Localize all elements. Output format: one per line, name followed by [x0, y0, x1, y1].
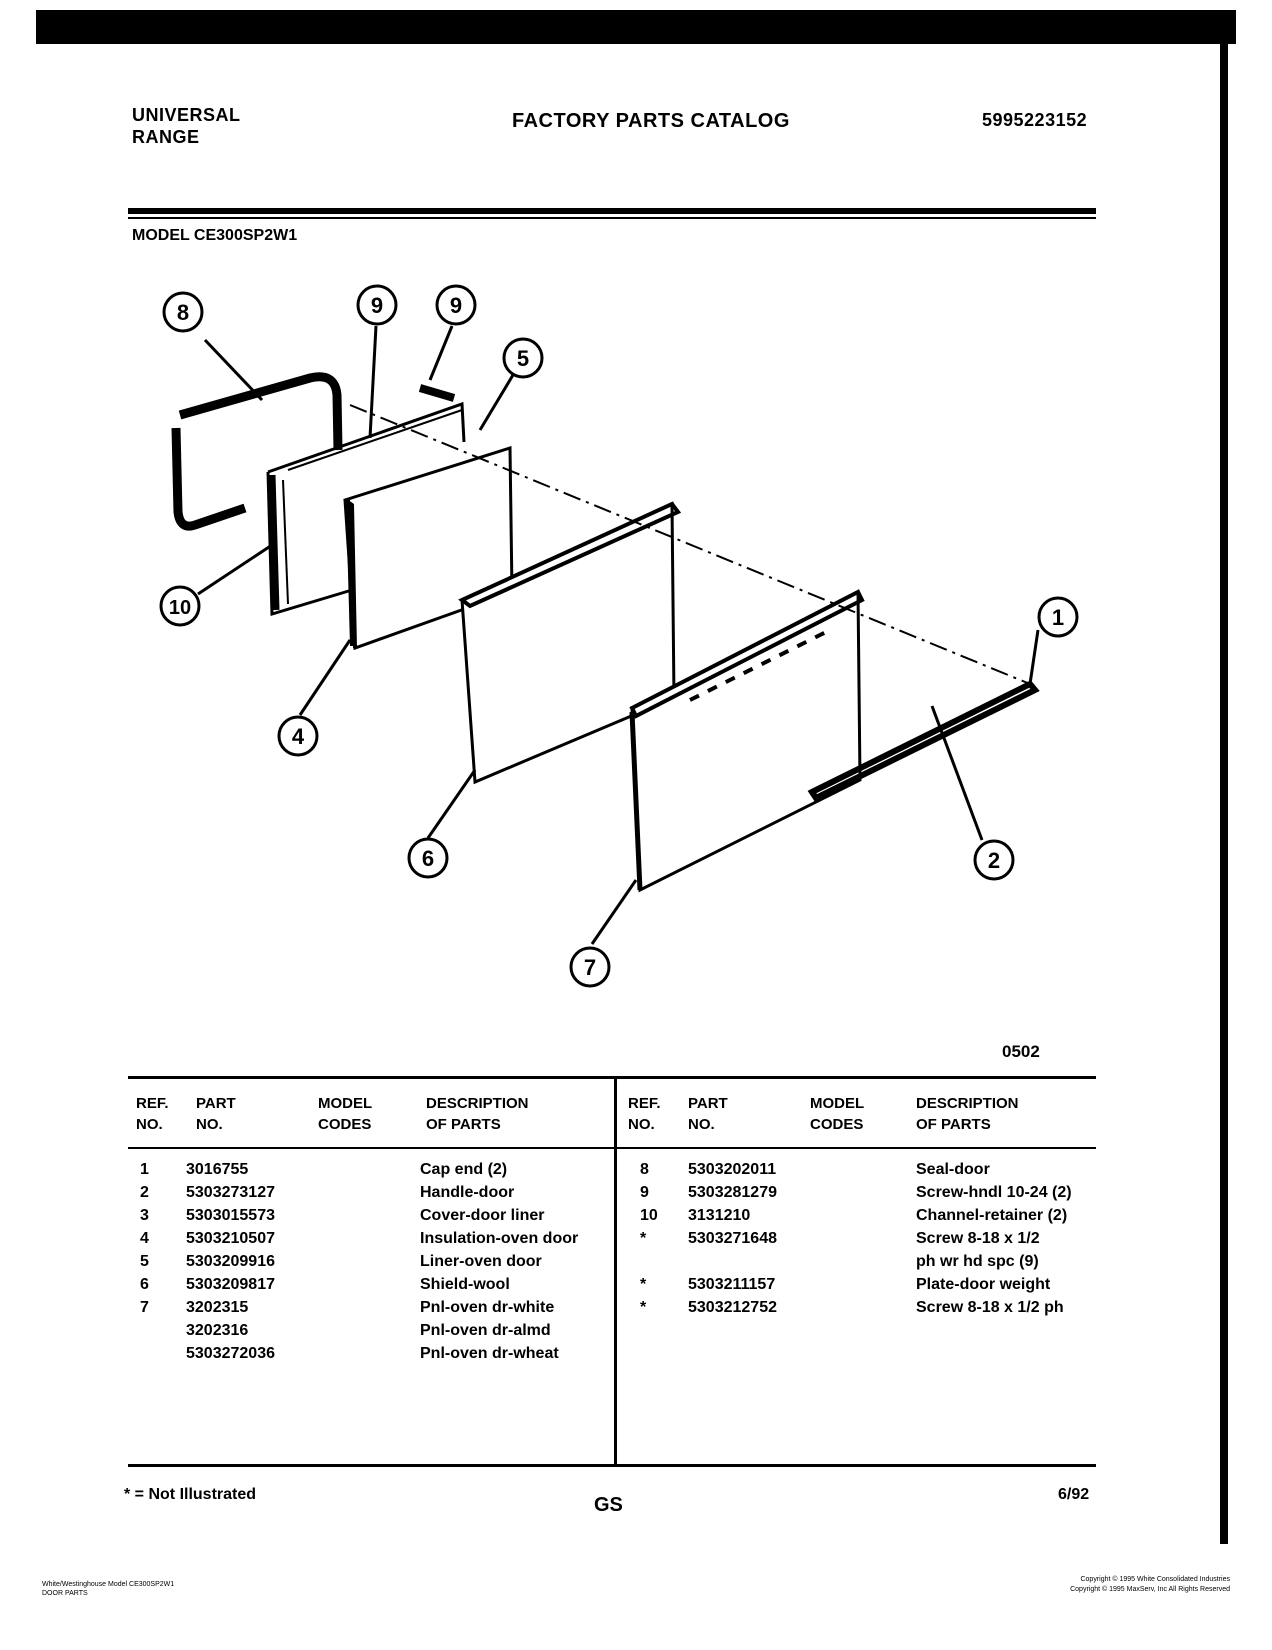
callout-9a: 9	[356, 284, 398, 326]
header-description-left: DESCRIPTION OF PARTS	[426, 1095, 529, 1133]
handle-door-part	[807, 680, 1040, 802]
callout-2: 2	[973, 839, 1015, 881]
callout-8: 8	[162, 291, 204, 333]
svg-text:8: 8	[177, 300, 189, 325]
svg-text:10: 10	[169, 597, 191, 619]
footer-model-info: White/Westinghouse Model CE300SP2W1 DOOR…	[42, 1581, 175, 1597]
page-code: 0502	[1002, 1042, 1040, 1061]
callout-5: 5	[502, 337, 544, 379]
svg-text:6: 6	[422, 846, 434, 871]
svg-text:2: 2	[988, 848, 1000, 873]
table-top-rule	[128, 1076, 1096, 1079]
catalog-date: 6/92	[1058, 1486, 1090, 1503]
table-bottom-rule	[128, 1464, 1096, 1467]
svg-text:9: 9	[371, 293, 383, 318]
liner-oven-door-part	[266, 401, 466, 616]
seal-door-part	[171, 372, 343, 531]
svg-text:9: 9	[450, 293, 462, 318]
callout-4: 4	[277, 715, 319, 757]
svg-text:5: 5	[517, 346, 529, 371]
header-part-no-left: PART NO.	[196, 1095, 236, 1133]
header-ref-no-right: REF. NO.	[628, 1095, 661, 1133]
callout-6: 6	[407, 837, 449, 879]
catalog-number: 5995223152	[982, 110, 1088, 130]
svg-text:7: 7	[584, 955, 596, 980]
table-header-rule-right	[617, 1147, 1096, 1149]
footer-copyright: Copyright © 1995 White Consolidated Indu…	[1070, 1576, 1230, 1593]
svg-text:4: 4	[292, 724, 305, 749]
header-model-codes-left: MODEL CODES	[318, 1095, 373, 1133]
header-rule-thin	[128, 217, 1096, 219]
top-black-bar	[36, 10, 1236, 44]
screw-part	[418, 384, 456, 402]
table-header-rule-left	[128, 1147, 614, 1149]
callout-10: 10	[159, 585, 201, 627]
header-ref-no-left: REF. NO.	[136, 1095, 169, 1133]
table-divider	[614, 1078, 617, 1466]
callout-7: 7	[569, 946, 611, 988]
not-illustrated-note: * = Not Illustrated	[124, 1486, 257, 1503]
header-part-no-right: PART NO.	[688, 1095, 728, 1133]
catalog-title: FACTORY PARTS CATALOG	[512, 110, 790, 132]
brand-line-2: RANGE	[132, 127, 200, 147]
callout-1: 1	[1037, 596, 1079, 638]
section-code: GS	[594, 1494, 623, 1516]
brand-line-1: UNIVERSAL	[132, 105, 241, 125]
model-label: MODEL CE300SP2W1	[132, 227, 298, 244]
header-description-right: DESCRIPTION OF PARTS	[916, 1095, 1019, 1133]
callout-9b: 9	[435, 284, 477, 326]
header-model-codes-right: MODEL CODES	[810, 1095, 865, 1133]
right-edge-bar	[1220, 44, 1228, 1544]
svg-text:1: 1	[1052, 605, 1064, 630]
exploded-parts-diagram: 8 9 9 5 10 4 6 7	[159, 284, 1079, 988]
brand-label: UNIVERSAL RANGE	[132, 104, 241, 148]
header-rule-thick	[128, 208, 1096, 214]
